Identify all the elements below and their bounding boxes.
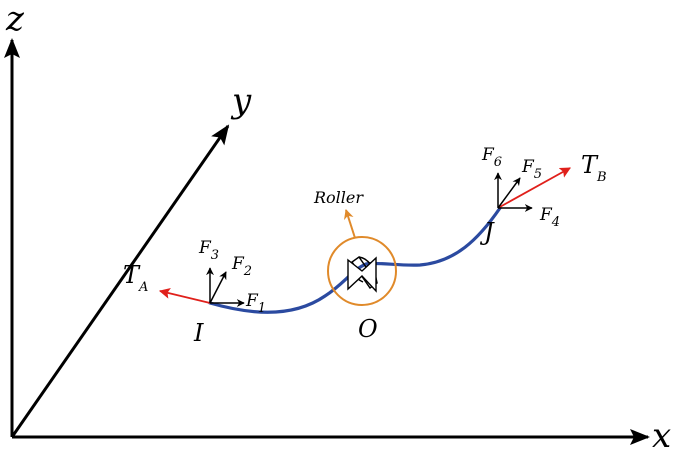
tension-arrow-a bbox=[158, 287, 211, 304]
x-axis-label: x bbox=[652, 416, 671, 452]
tension-label-b: TB bbox=[581, 151, 607, 185]
force-label-f2: F2 bbox=[231, 254, 252, 279]
force-label-f4: F4 bbox=[539, 205, 560, 230]
force-label-f5: F5 bbox=[521, 157, 542, 182]
force-label-f6: F6 bbox=[481, 145, 502, 170]
force-arrow-f2 bbox=[209, 271, 227, 304]
cable-curve bbox=[208, 206, 502, 314]
roller-core-icon bbox=[347, 256, 377, 293]
roller-circle bbox=[327, 236, 397, 306]
roller-pointer-arrow bbox=[343, 209, 356, 239]
y-axis bbox=[10, 124, 230, 438]
force-label-f1: F1 bbox=[245, 291, 266, 316]
point-label-o: O bbox=[358, 315, 378, 343]
y-axis-label: y bbox=[230, 81, 252, 121]
roller-label: Roller bbox=[313, 188, 364, 207]
force-arrow-f5 bbox=[497, 177, 521, 209]
tension-arrow-b bbox=[497, 167, 571, 209]
tension-label-a: TA bbox=[123, 261, 148, 295]
point-label-i: I bbox=[193, 319, 204, 347]
z-axis-label: z bbox=[5, 0, 25, 39]
force-label-f3: F3 bbox=[198, 238, 219, 263]
